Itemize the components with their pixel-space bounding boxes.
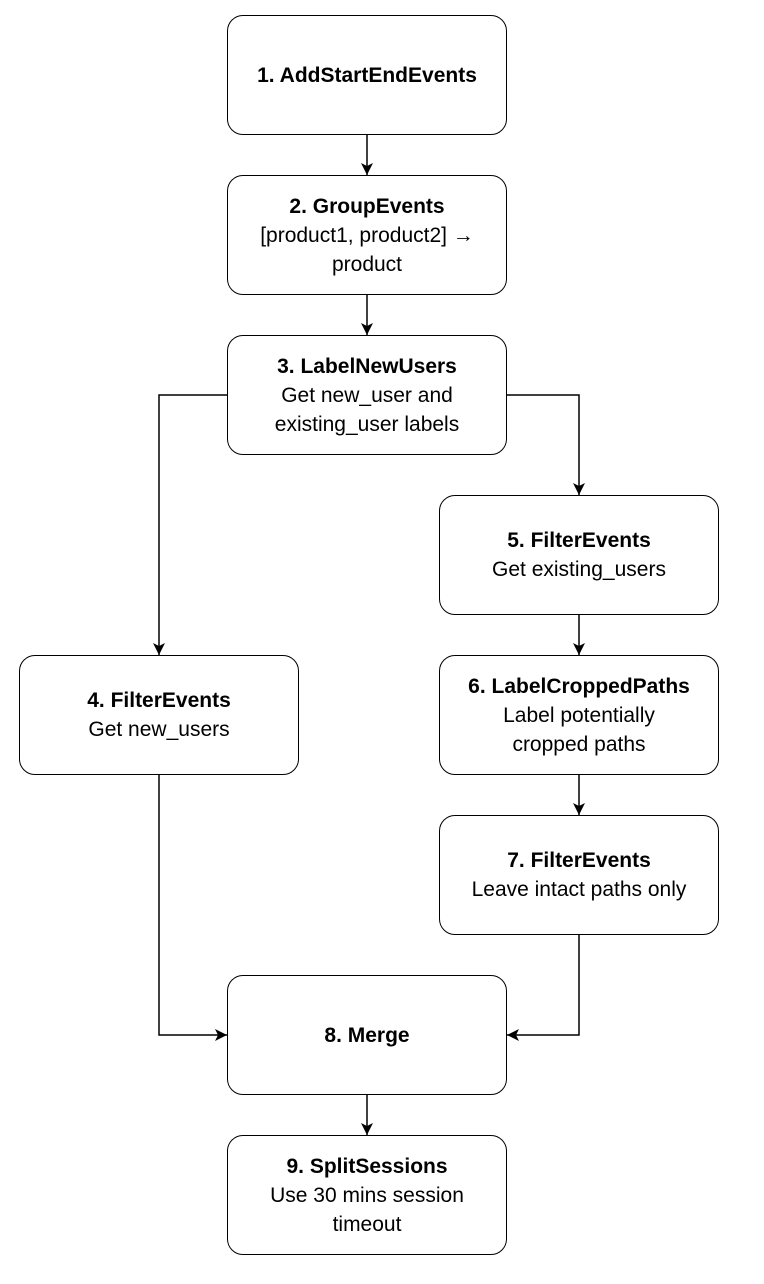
arrow-n7-to-n8: [507, 935, 580, 1041]
step-node-label-cropped-paths: 6. LabelCroppedPaths Label potentially c…: [439, 655, 719, 775]
step-description-line: Get new_users: [88, 718, 230, 741]
step-node-filter-existing-users: 5. FilterEvents Get existing_users: [439, 495, 719, 615]
step-title: 6. LabelCroppedPaths: [468, 674, 690, 698]
step-title: 3. LabelNewUsers: [277, 354, 457, 378]
step-title: 5. FilterEvents: [507, 529, 651, 552]
arrow-n3-to-n5: [507, 394, 585, 495]
step-title: 9. SplitSessions: [286, 1154, 448, 1178]
step-title: 1. AddStartEndEvents: [257, 63, 477, 87]
step-title: 7. FilterEvents: [507, 849, 651, 872]
step-description-line: Label potentially: [503, 703, 655, 727]
step-node-add-start-end-events: 1. AddStartEndEvents: [227, 15, 507, 135]
arrow-n4-to-n8: [158, 775, 227, 1041]
edges-layer: [153, 135, 585, 1135]
step-node-group-events: 2. GroupEvents [product1, product2] → pr…: [227, 175, 507, 295]
step-title: 4. FilterEvents: [87, 689, 231, 712]
step-description-line: Get new_user and: [281, 383, 453, 407]
arrow-n3-to-n4: [153, 394, 227, 655]
step-description-line: existing_user labels: [274, 412, 460, 436]
step-description-line: Leave intact paths only: [471, 878, 687, 901]
step-title: 2. GroupEvents: [289, 194, 445, 218]
step-node-split-sessions: 9. SplitSessions Use 30 mins session tim…: [227, 1135, 507, 1255]
step-description-line: cropped paths: [512, 732, 646, 756]
step-description-line: Get existing_users: [492, 558, 666, 581]
step-description-line: timeout: [332, 1212, 402, 1236]
step-node-filter-new-users: 4. FilterEvents Get new_users: [19, 655, 299, 775]
step-node-filter-intact-paths: 7. FilterEvents Leave intact paths only: [439, 815, 719, 935]
step-node-merge: 8. Merge: [227, 975, 507, 1095]
step-description-line: [product1, product2] →: [260, 223, 474, 247]
step-description-line: product: [331, 252, 403, 276]
step-description-line: Use 30 mins session: [270, 1183, 464, 1207]
step-node-label-new-users: 3. LabelNewUsers Get new_user and existi…: [227, 335, 507, 455]
step-title: 8. Merge: [324, 1023, 410, 1047]
